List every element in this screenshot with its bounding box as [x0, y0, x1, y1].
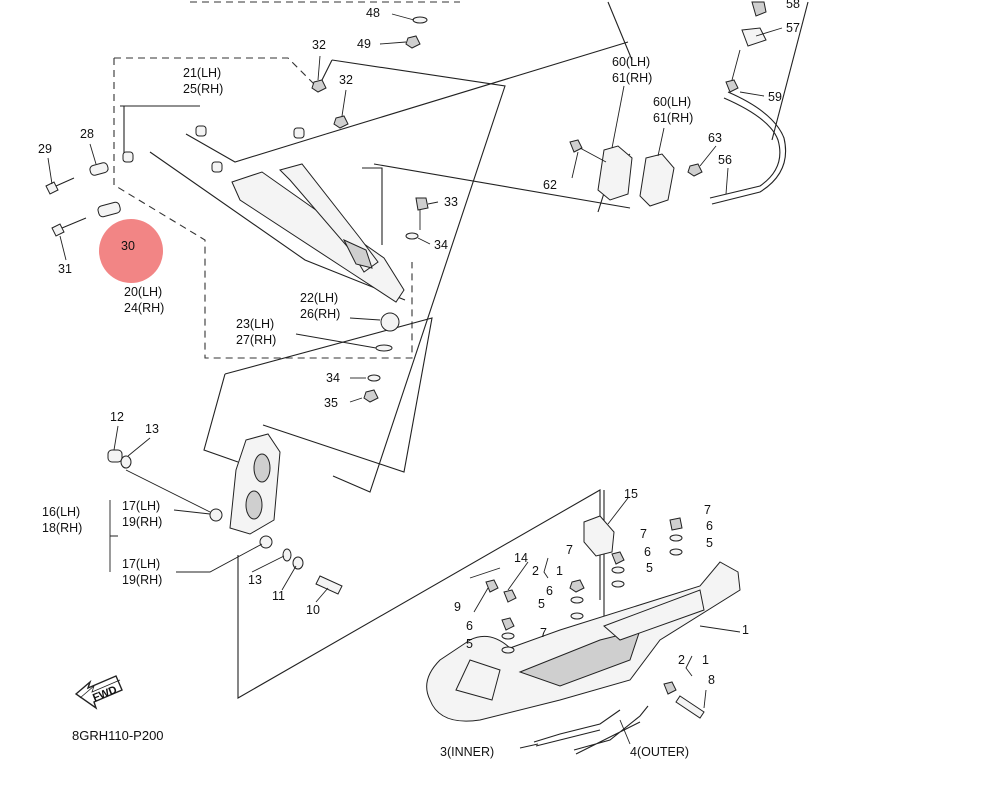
ski-hardware: [469, 517, 705, 719]
label-6b: 6: [466, 619, 473, 633]
label-4-outer: 4(OUTER): [630, 745, 689, 759]
label-17lh-b: 17(LH): [122, 557, 160, 571]
label-30: 30: [121, 239, 135, 253]
label-13b: 13: [248, 573, 262, 587]
nut-32a: [311, 79, 327, 93]
label-62: 62: [543, 178, 557, 192]
bolt-8: [675, 695, 705, 719]
label-28: 28: [80, 127, 94, 141]
label-22lh: 22(LH): [300, 291, 338, 305]
label-5b: 5: [466, 637, 473, 651]
bushing-12: [107, 449, 123, 463]
label-7d: 7: [704, 503, 711, 517]
label-31: 31: [58, 262, 72, 276]
runner-outer: [573, 705, 649, 755]
label-19rh-b: 19(RH): [122, 573, 162, 587]
label-33: 33: [444, 195, 458, 209]
bracket-60-61b: [639, 153, 675, 207]
label-57: 57: [786, 21, 800, 35]
label-32a: 32: [312, 38, 326, 52]
highlight-marker[interactable]: [99, 219, 163, 283]
label-61rh-a: 61(RH): [612, 71, 652, 85]
bolt-33: [415, 197, 429, 211]
label-49: 49: [357, 37, 371, 51]
upper-a-arm: [231, 171, 405, 303]
ball-joint: [380, 312, 400, 332]
label-13a: 13: [145, 422, 159, 436]
label-48: 48: [366, 6, 380, 20]
label-1c: 1: [702, 653, 709, 667]
label-5a: 5: [538, 597, 545, 611]
label-19rh-a: 19(RH): [122, 515, 162, 529]
bushing-30: [97, 201, 121, 218]
label-25rh: 25(RH): [183, 82, 223, 96]
ski-parts: [426, 515, 741, 755]
label-26rh: 26(RH): [300, 307, 340, 321]
label-6c: 6: [644, 545, 651, 559]
label-3-inner: 3(INNER): [440, 745, 494, 759]
label-29: 29: [38, 142, 52, 156]
label-24rh: 24(RH): [124, 301, 164, 315]
label-17lh-a: 17(LH): [122, 499, 160, 513]
label-16lh: 16(LH): [42, 505, 80, 519]
label-34b: 34: [326, 371, 340, 385]
label-18rh: 18(RH): [42, 521, 82, 535]
label-1b: 1: [742, 623, 749, 637]
fwd-arrow-icon: FWD: [74, 675, 123, 710]
label-10: 10: [306, 603, 320, 617]
label-15: 15: [624, 487, 638, 501]
label-60lh-a: 60(LH): [612, 55, 650, 69]
stopper-15: [583, 515, 615, 557]
label-8: 8: [708, 673, 715, 687]
label-11: 11: [272, 589, 285, 603]
bushing-28: [89, 162, 109, 176]
label-63: 63: [708, 131, 722, 145]
label-32b: 32: [339, 73, 353, 87]
label-59: 59: [768, 90, 782, 104]
label-1a: 1: [556, 564, 563, 578]
label-20lh: 20(LH): [124, 285, 162, 299]
label-34a: 34: [434, 238, 448, 252]
bracket-60-61a: [597, 145, 633, 201]
label-23lh: 23(LH): [236, 317, 274, 331]
label-58: 58: [786, 0, 800, 11]
bolt-29: [45, 177, 75, 195]
runner-inner: [533, 709, 621, 747]
part-labels: 48 49 32 32 21(LH) 25(RH) 29 28 30 31 20…: [38, 0, 800, 759]
label-5c: 5: [646, 561, 653, 575]
nut-32b: [333, 115, 349, 129]
label-60lh-b: 60(LH): [653, 95, 691, 109]
bolt-31: [51, 217, 87, 237]
steering-parts: [569, 1, 787, 207]
label-27rh: 27(RH): [236, 333, 276, 347]
label-12: 12: [110, 410, 124, 424]
drawing-code: 8GRH110-P200: [72, 728, 164, 743]
spindle-parts: [107, 433, 343, 595]
upper-arm-parts: [45, 16, 429, 403]
label-2a: 2: [532, 564, 539, 578]
label-61rh-b: 61(RH): [653, 111, 693, 125]
label-21lh: 21(LH): [183, 66, 221, 80]
label-7a: 7: [566, 543, 573, 557]
label-6d: 6: [706, 519, 713, 533]
label-56: 56: [718, 153, 732, 167]
pin-10: [315, 575, 343, 595]
label-9: 9: [454, 600, 461, 614]
tube-56: [709, 91, 787, 205]
label-6a: 6: [546, 584, 553, 598]
leader-lines: [47, 13, 783, 749]
label-35: 35: [324, 396, 338, 410]
label-7b: 7: [540, 626, 547, 640]
label-2b: 2: [678, 653, 685, 667]
label-5d: 5: [706, 536, 713, 550]
label-7c: 7: [640, 527, 647, 541]
label-14: 14: [514, 551, 528, 565]
